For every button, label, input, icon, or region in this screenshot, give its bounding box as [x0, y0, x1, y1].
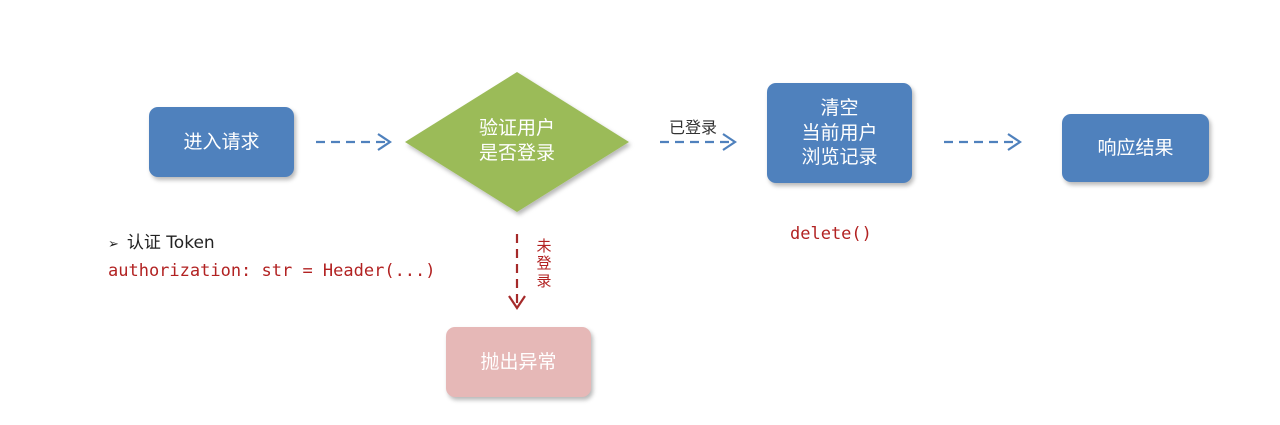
node-clear-history: 清空 当前用户 浏览记录: [767, 83, 912, 183]
arrow-enter-to-verify: [316, 133, 392, 151]
edge-label-not-logged-in: 未 登 录: [536, 237, 552, 290]
node-enter-request: 进入请求: [149, 107, 294, 177]
edge-label-logged-in: 已登录: [669, 118, 718, 137]
auth-code-snippet: authorization: str = Header(...): [108, 261, 436, 281]
node-throw-exception: 抛出异常: [446, 327, 591, 397]
arrow-verify-to-clear: [660, 133, 737, 151]
node-clear-history-label: 清空 当前用户 浏览记录: [801, 96, 878, 169]
node-verify-login-label: 验证用户 是否登录: [478, 117, 555, 164]
auth-token-title: 认证 Token: [126, 233, 215, 253]
node-enter-request-label: 进入请求: [183, 130, 260, 153]
node-throw-exception-label: 抛出异常: [480, 350, 557, 373]
arrow-verify-to-exception: [508, 234, 526, 310]
bullet-arrow-icon: ➢: [108, 237, 119, 252]
node-response-result: 响应结果: [1062, 114, 1209, 182]
delete-code-snippet: delete(): [790, 224, 872, 244]
decision-diamond: [405, 72, 629, 212]
node-response-result-label: 响应结果: [1097, 136, 1174, 159]
auth-token-note: ➢ 认证 Token: [108, 228, 215, 253]
arrow-clear-to-response: [944, 133, 1022, 151]
